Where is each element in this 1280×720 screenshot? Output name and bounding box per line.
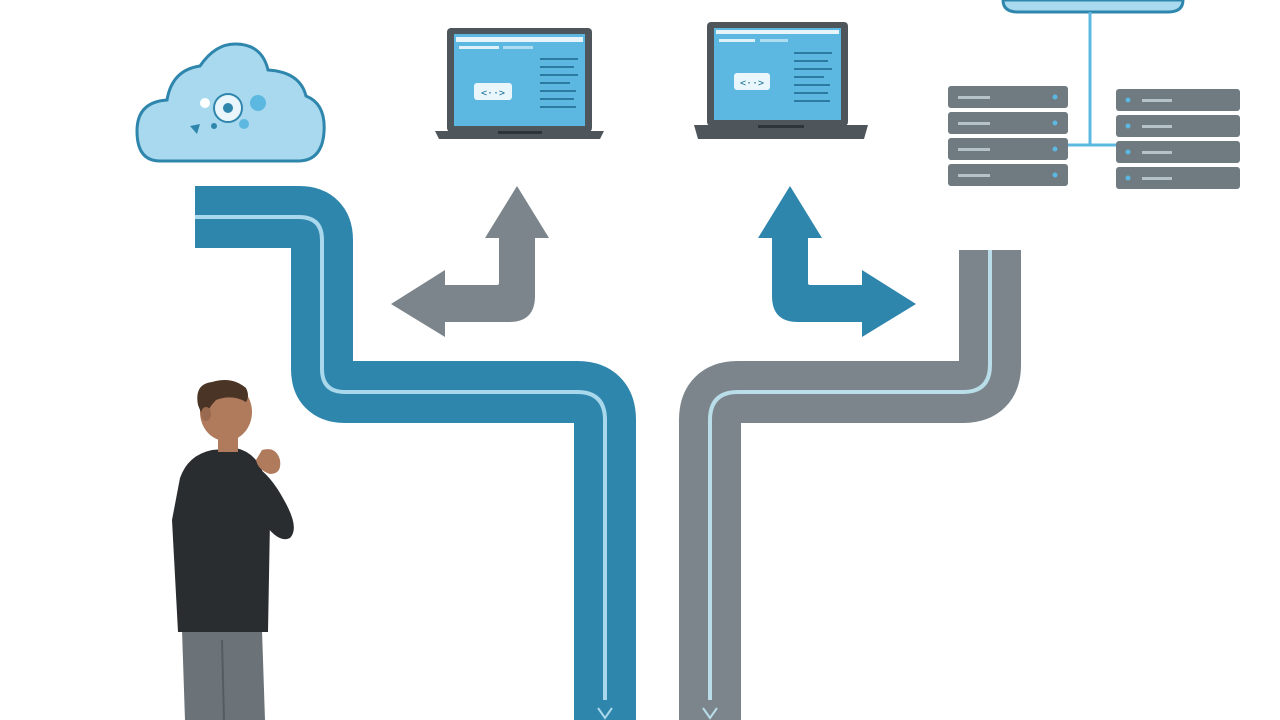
server-rack-icon — [948, 0, 1240, 189]
left-screen-code: <··> — [481, 88, 505, 99]
arrow-up-left-icon — [391, 186, 549, 337]
laptop-left-icon: <··> — [435, 28, 604, 139]
arrow-up-right-icon — [758, 186, 916, 337]
blue-path — [195, 186, 636, 720]
server-rack-left — [948, 86, 1068, 186]
cloud-gears-icon — [190, 93, 266, 134]
cloud-icon — [135, 42, 326, 163]
right-screen-code: <··> — [740, 78, 764, 89]
laptop-right-icon: <··> — [694, 22, 868, 139]
gray-path — [679, 250, 1021, 720]
server-rack-right — [1116, 89, 1240, 189]
thinking-person-icon — [172, 380, 294, 720]
